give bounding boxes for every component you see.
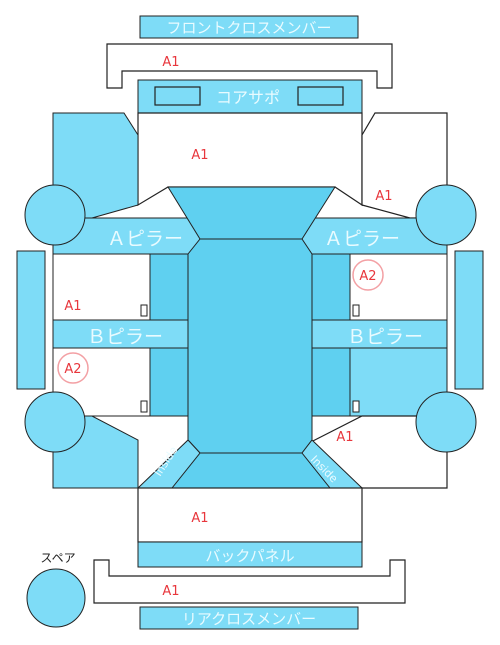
a-pillar-left-label: Ａピラー — [107, 228, 183, 250]
right-front-handle — [352, 304, 360, 317]
right-rear-handle — [352, 400, 360, 413]
trunk-grade: A1 — [191, 511, 208, 526]
right-front-grade-circle — [352, 259, 384, 291]
left-rocker-rear[interactable] — [149, 347, 189, 417]
left-rear-handle — [140, 400, 148, 413]
core-support-label: コアサポ — [216, 88, 280, 107]
b-pillar-right-label: Ｂピラー — [347, 326, 423, 348]
b-pillar-left-label: Ｂピラー — [87, 326, 163, 348]
left-rear-wheel[interactable] — [24, 391, 86, 453]
headlight-left — [154, 86, 201, 106]
a-pillar-right-label: Ａピラー — [324, 228, 400, 250]
front-cross-member-label: フロントクロスメンバー — [166, 19, 331, 37]
right-rear-quarter-grade: A1 — [336, 430, 353, 445]
front-cross-frame[interactable] — [106, 43, 393, 89]
right-fender-grade: A1 — [375, 189, 392, 204]
core-support-panel[interactable] — [137, 79, 363, 114]
b-pillar-left[interactable] — [52, 319, 189, 349]
trunk[interactable] — [137, 487, 363, 543]
rear-cross-frame[interactable] — [93, 559, 406, 604]
right-rear-wheel[interactable] — [415, 391, 477, 453]
back-panel[interactable] — [137, 541, 363, 568]
left-front-door-grade: A1 — [64, 299, 81, 314]
left-rocker-front[interactable] — [149, 253, 189, 321]
right-side-skirt[interactable] — [454, 250, 484, 390]
right-rocker-front[interactable] — [311, 253, 351, 321]
front-cross-member-panel[interactable] — [139, 15, 359, 39]
left-front-door[interactable] — [52, 253, 151, 321]
front-cross-grade: A1 — [162, 55, 179, 70]
rear-cross-member-panel[interactable] — [139, 606, 359, 630]
left-rear-grade-circle — [57, 352, 89, 384]
spare-label: スペア — [40, 551, 75, 565]
right-rocker-rear[interactable] — [311, 347, 351, 417]
headlight-right — [297, 86, 344, 106]
rear-cross-member-label: リアクロスメンバー — [182, 610, 316, 628]
engine-bay-grade: A1 — [191, 148, 208, 163]
left-front-handle — [140, 304, 148, 317]
left-side-skirt[interactable] — [16, 250, 46, 390]
left-rear-door-grade: A2 — [64, 362, 81, 377]
back-panel-label: バックパネル — [205, 547, 294, 565]
spare-tire[interactable] — [26, 568, 86, 628]
right-front-wheel[interactable] — [415, 184, 477, 246]
left-front-wheel[interactable] — [24, 184, 86, 246]
roof[interactable] — [187, 238, 313, 454]
right-front-door-grade: A2 — [359, 269, 376, 284]
rear-cross-grade: A1 — [162, 584, 179, 599]
